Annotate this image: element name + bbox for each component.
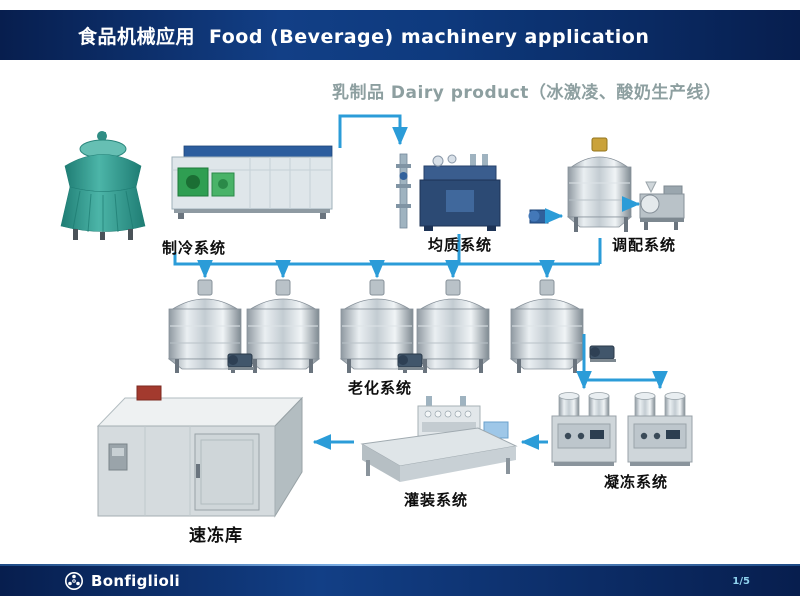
footer-bar: Bonfiglioli 1/5	[0, 564, 800, 596]
subtitle: 乳制品 Dairy product（冰激凌、酸奶生产线）	[332, 83, 722, 103]
aging-tanks-illustration	[168, 279, 617, 374]
label-filling-system: 灌装系统	[403, 491, 468, 509]
bonfiglioli-gear-icon	[65, 572, 83, 590]
label-freezing-system: 凝冻系统	[603, 473, 668, 491]
ice-bank-chiller-illustration	[171, 145, 333, 219]
page-title-en: Food (Beverage) machinery application	[209, 25, 650, 48]
page-number: 1/5	[732, 575, 750, 587]
filling-machine-illustration	[360, 396, 518, 482]
cooling-tower-illustration	[60, 131, 146, 240]
freezing-machines-illustration	[551, 392, 693, 467]
brand-name: Bonfiglioli	[91, 572, 180, 590]
header-bar: 食品机械应用 Food (Beverage) machinery applicat…	[0, 10, 800, 60]
label-blending-system: 调配系统	[611, 236, 676, 254]
label-refrigeration-system: 制冷系统	[161, 239, 226, 257]
label-quick-freeze-storage: 速冻库	[189, 526, 243, 546]
brand-logo: Bonfiglioli	[64, 571, 180, 591]
page-title-zh: 食品机械应用	[78, 25, 196, 48]
freezer-room-illustration	[96, 385, 304, 518]
blending-station-illustration	[528, 137, 685, 232]
flow-arrows	[173, 114, 668, 450]
homogenizer-illustration	[396, 153, 501, 231]
label-aging-system: 老化系统	[347, 379, 412, 397]
label-homogenization-system: 均质系统	[427, 236, 492, 254]
page-title: 食品机械应用 Food (Beverage) machinery applicat…	[78, 22, 649, 49]
